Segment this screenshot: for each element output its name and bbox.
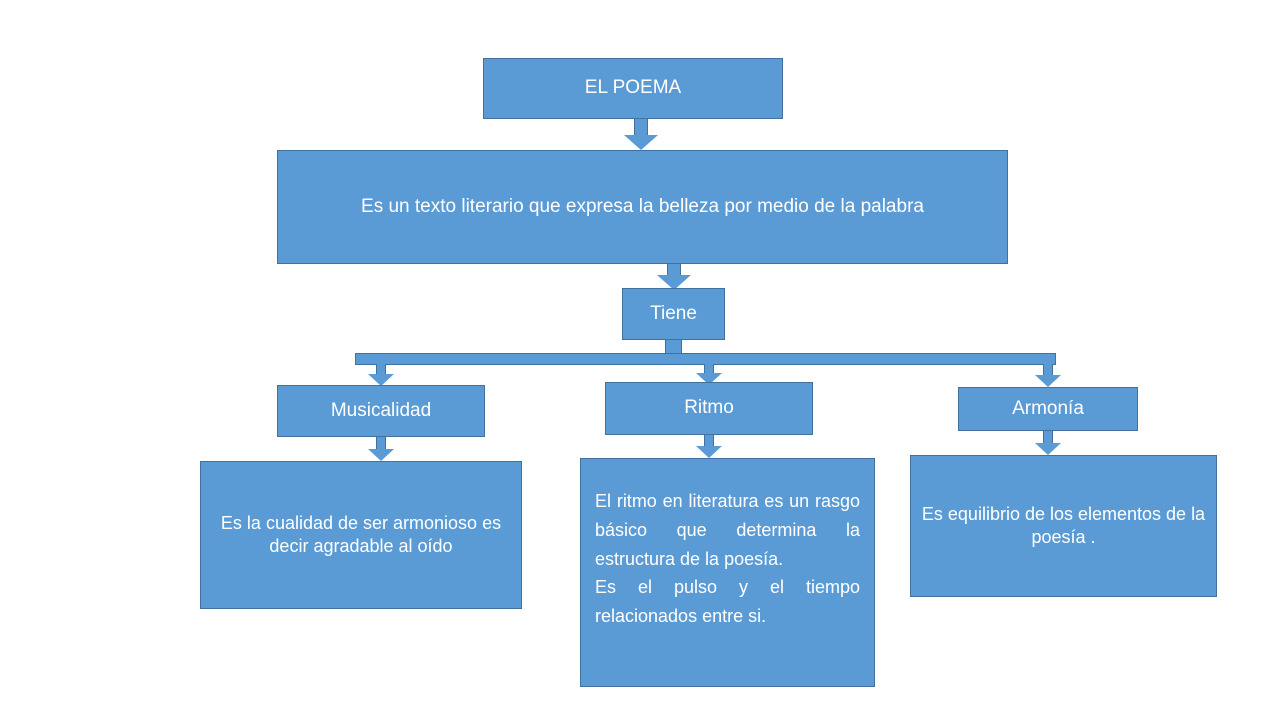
node-el-poema[interactable]: EL POEMA: [483, 58, 783, 119]
node-definicion-label: Es un texto literario que expresa la bel…: [361, 195, 924, 217]
node-ritmo-detail-label: El ritmo en literatura es un rasgo básic…: [595, 491, 860, 627]
node-armonia-detail-label: Es equilibrio de los elementos de la poe…: [921, 503, 1206, 547]
arrow-bar-to-armonia: [1035, 364, 1061, 388]
arrow-definition-to-tiene: [657, 264, 691, 290]
node-el-poema-label: EL POEMA: [584, 77, 682, 99]
node-ritmo-detail[interactable]: El ritmo en literatura es un rasgo básic…: [580, 458, 875, 687]
node-musicalidad-label: Musicalidad: [330, 399, 432, 421]
node-tiene[interactable]: Tiene: [622, 288, 725, 340]
node-ritmo-label: Ritmo: [684, 397, 734, 419]
arrow-root-to-definition: [624, 119, 658, 150]
arrow-armonia-to-detail: [1035, 431, 1061, 456]
node-armonia[interactable]: Armonía: [958, 387, 1138, 431]
stem-tiene-to-bar: [665, 340, 682, 355]
arrow-bar-to-musicalidad: [368, 364, 394, 386]
node-musicalidad-detail-label: Es la cualidad de ser armonioso es decir…: [220, 512, 502, 556]
node-tiene-label: Tiene: [650, 302, 697, 324]
node-definicion[interactable]: Es un texto literario que expresa la bel…: [277, 150, 1008, 264]
arrow-ritmo-to-detail: [696, 435, 722, 459]
node-musicalidad[interactable]: Musicalidad: [277, 385, 485, 437]
node-ritmo[interactable]: Ritmo: [605, 382, 813, 435]
arrow-musicalidad-to-detail: [368, 437, 394, 462]
node-armonia-detail[interactable]: Es equilibrio de los elementos de la poe…: [910, 455, 1217, 597]
node-armonia-label: Armonía: [1012, 397, 1084, 419]
node-musicalidad-detail[interactable]: Es la cualidad de ser armonioso es decir…: [200, 461, 522, 609]
